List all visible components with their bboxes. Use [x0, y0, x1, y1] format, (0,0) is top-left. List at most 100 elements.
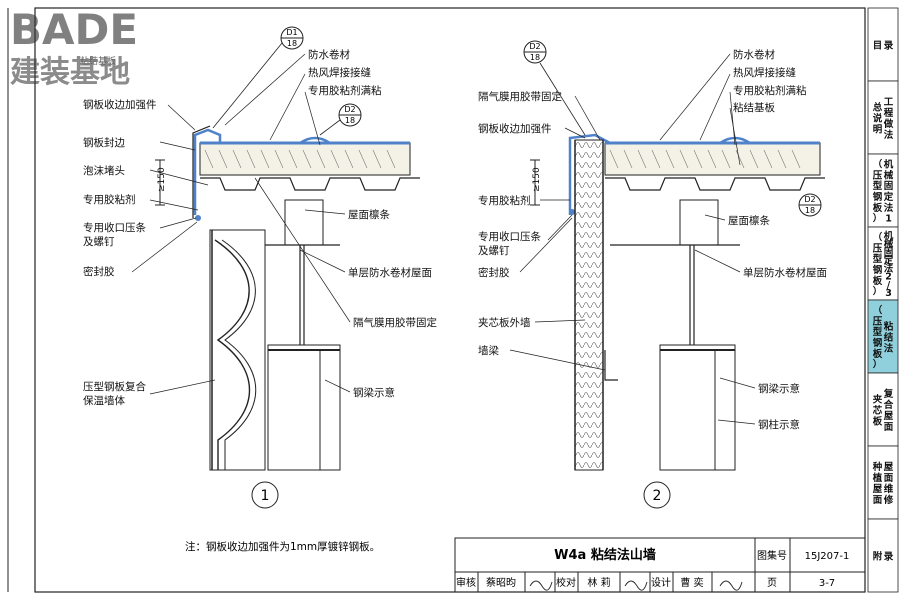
side-tab-label: 录 — [884, 41, 894, 52]
side-tab-label: ） — [873, 359, 883, 371]
note-text: 注：钢板收边加强件为1mm厚镀锌钢板。 — [185, 540, 380, 553]
side-tab-label: / — [887, 280, 891, 291]
detail2-left-label-0: 隔气膜用胶带固定 — [478, 90, 562, 103]
side-tab-label: 压 — [873, 243, 883, 254]
sealant-2 — [569, 209, 575, 215]
detail-2-right-labels: 防水卷材热风焊接接缝专用胶粘剂满粘粘结基板屋面檩条单层防水卷材屋面钢梁示意钢柱示… — [728, 48, 827, 431]
detail-1: ≥150 D1 18 D2 18 1 — [131, 26, 420, 509]
side-tab-label: 压 — [873, 316, 883, 327]
side-tab-label: 录 — [884, 552, 894, 563]
detail-1-number-circle — [251, 481, 279, 509]
callout-top-2-ref: D2 — [529, 42, 540, 51]
detail1-right-label-1: 热风焊接接缝 — [308, 66, 371, 79]
side-tab-label: 型 — [873, 326, 883, 338]
side-tab-label: 机 — [884, 230, 894, 242]
designer: 曹 奕 — [680, 576, 703, 589]
side-tab-label: 面 — [884, 473, 894, 484]
detail2-left-label-4: 及螺钉 — [478, 245, 510, 257]
side-tab-label: 定 — [883, 191, 894, 203]
detail1-right-label-0: 防水卷材 — [308, 48, 350, 61]
checker: 林 莉 — [587, 576, 610, 589]
side-tab-label: 板 — [873, 416, 883, 428]
detail1-right-label-5: 隔气膜用胶带固定 — [353, 316, 437, 329]
drawing-title: W4a 粘结法山墙 — [554, 547, 656, 563]
detail1-left-label-5: 及螺钉 — [83, 236, 115, 248]
side-tab-label: 屋 — [884, 411, 894, 422]
side-tab-label: （ — [873, 304, 883, 316]
side-tab-label: 1 — [885, 214, 892, 225]
purlin-1 — [284, 199, 324, 246]
steel-deck-1 — [200, 177, 420, 191]
side-tab-6[interactable] — [867, 445, 899, 520]
side-tab-label: 钢 — [873, 191, 883, 203]
side-tab-label: 面 — [884, 422, 894, 433]
detail2-right-label-2: 专用胶粘剂满粘 — [733, 84, 807, 97]
side-tab-label: 型 — [873, 253, 883, 265]
brand-logo-text: BADE — [10, 5, 138, 54]
detail2-right-label-5: 单层防水卷材屋面 — [743, 266, 827, 279]
side-tab-label: 型 — [873, 180, 883, 192]
callout-top-1-page: 18 — [287, 39, 297, 48]
side-tab-label: 固 — [884, 247, 894, 258]
side-tab-label: 板 — [873, 202, 883, 214]
detail2-left-label-1: 钢板收边加强件 — [478, 122, 552, 135]
side-tab-label: 固 — [884, 181, 894, 192]
side-tab-label: 法 — [884, 343, 894, 355]
detail2-right-label-1: 热风焊接接缝 — [733, 66, 796, 79]
sandwich-wall-2 — [574, 139, 604, 471]
detail1-left-label-1: 钢板封边 — [83, 136, 125, 149]
detail-2: ≥150 D2 18 D2 18 2 — [509, 40, 825, 509]
side-tab-label: 法 — [884, 129, 894, 141]
side-tab-label: 法 — [884, 202, 894, 214]
side-tab-label: 钢 — [873, 337, 883, 349]
side-tab-5[interactable] — [867, 372, 899, 447]
check-signature — [624, 580, 648, 591]
detail2-right-label-0: 防水卷材 — [733, 48, 775, 61]
detail-2-number: 2 — [653, 488, 662, 504]
side-tab-4[interactable] — [867, 299, 899, 374]
wall-girt-2 — [604, 350, 618, 381]
side-tab-7[interactable] — [867, 518, 899, 593]
side-tab-label: 面 — [873, 495, 883, 506]
detail1-right-label-4: 单层防水卷材屋面 — [348, 266, 432, 279]
steel-column-2 — [659, 344, 736, 471]
detail1-left-label-0: 钢板收边加强件 — [83, 98, 157, 111]
side-tab-label: 目 — [873, 41, 883, 52]
side-tab-label: 械 — [884, 169, 894, 181]
side-tab-label: （ — [873, 158, 883, 170]
detail1-left-label-8: 保温墙体 — [83, 394, 125, 407]
side-tab-label: 总 — [873, 102, 883, 114]
side-tab-1[interactable] — [867, 80, 899, 155]
detail2-right-label-3: 粘结基板 — [733, 101, 775, 114]
side-tab-label: 定 — [883, 254, 894, 266]
edge-flashing-1 — [193, 128, 222, 215]
side-tab-label: 做 — [883, 118, 894, 130]
side-tab-label: 板 — [873, 275, 883, 287]
detail-1-left-labels: 钢板收边加强件钢板封边泡沫堵头专用胶粘剂专用收口压条及螺钉密封胶压型钢板复合保温… — [83, 98, 157, 407]
side-tab-label: 板 — [873, 348, 883, 360]
callout-top-2-page: 18 — [530, 53, 540, 62]
side-tab-label: 屋 — [873, 484, 883, 495]
side-tab-label: 粘 — [883, 321, 894, 333]
review-signature — [529, 580, 553, 591]
side-tab-label: 植 — [872, 472, 883, 484]
detail1-left-label-3: 专用胶粘剂 — [83, 193, 136, 206]
side-tab-label: 法 — [884, 263, 894, 275]
side-tab-0[interactable] — [867, 7, 899, 82]
dim-2: ≥150 — [532, 167, 542, 192]
detail1-right-label-6: 钢梁示意 — [353, 386, 395, 399]
left-tab-strip — [7, 8, 36, 592]
side-tab-label: ） — [873, 286, 883, 298]
right-tabs: 目录总说明工程做法（压型钢板）机械固定法1（压型钢板）机械固定法2/3（压型钢板… — [867, 7, 899, 593]
callout-mid-2-ref: D2 — [804, 195, 815, 204]
review-label: 审核 — [456, 576, 476, 589]
atlas-label: 图集号 — [757, 549, 787, 562]
page-label: 页 — [767, 577, 777, 589]
detail2-right-label-6: 钢梁示意 — [758, 382, 800, 395]
side-tab-label: 屋 — [884, 462, 894, 473]
check-label: 校对 — [556, 576, 576, 589]
side-tab-label: 3 — [885, 288, 892, 299]
side-tab-label: 工 — [884, 97, 894, 108]
